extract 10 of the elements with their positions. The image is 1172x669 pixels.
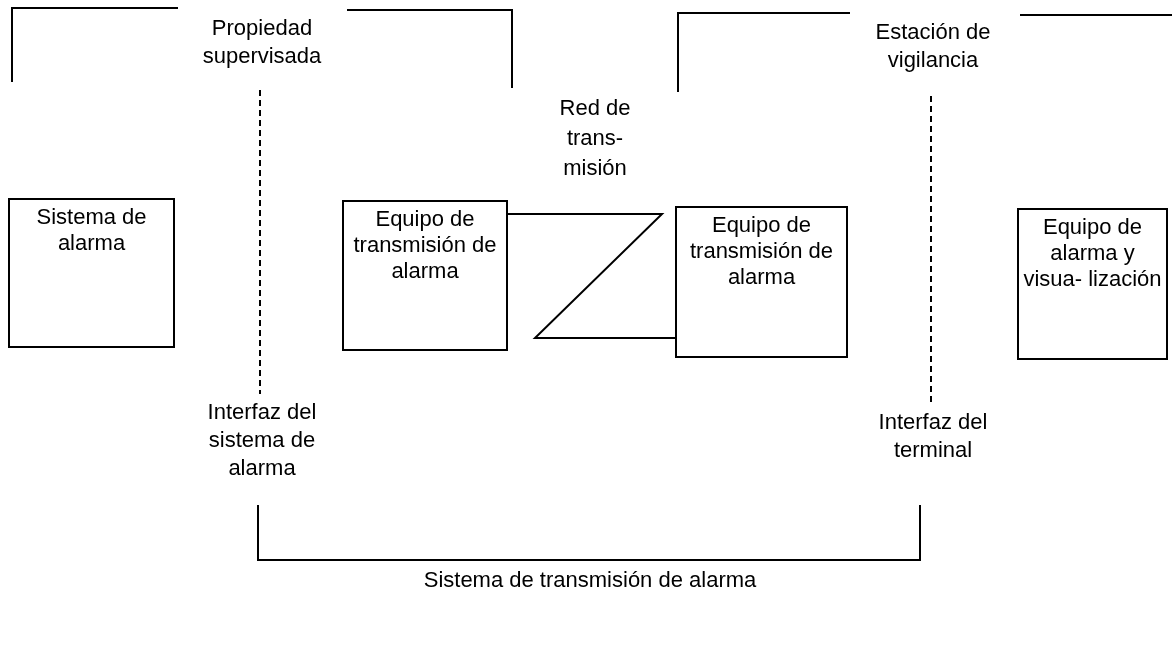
process-box	[675, 206, 848, 358]
box-text: Equipo de transmisión de alarma	[352, 206, 498, 284]
process-box	[1017, 208, 1168, 360]
transmission-link	[507, 213, 676, 339]
edge-label: Red de trans- misión	[558, 94, 632, 182]
box-text: Equipo de alarma y visua- lización	[1023, 214, 1162, 292]
box-text: Sistema de alarma	[35, 204, 148, 256]
process-box	[342, 200, 508, 351]
box-text: Equipo de transmisión de alarma	[688, 212, 835, 290]
process-box	[8, 198, 175, 348]
